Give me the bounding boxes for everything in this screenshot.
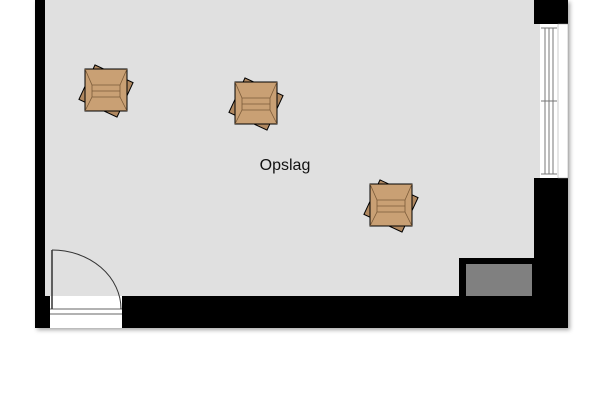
room-floor bbox=[45, 0, 568, 296]
window bbox=[540, 23, 569, 179]
storage-box-1 bbox=[78, 64, 134, 118]
storage-box-3 bbox=[363, 179, 419, 233]
storage-box-2 bbox=[228, 77, 284, 131]
door bbox=[50, 249, 122, 328]
furniture-group bbox=[78, 64, 419, 233]
room-label: Opslag bbox=[260, 157, 311, 174]
door-swing-arc bbox=[51, 249, 122, 310]
shaft bbox=[459, 258, 534, 296]
